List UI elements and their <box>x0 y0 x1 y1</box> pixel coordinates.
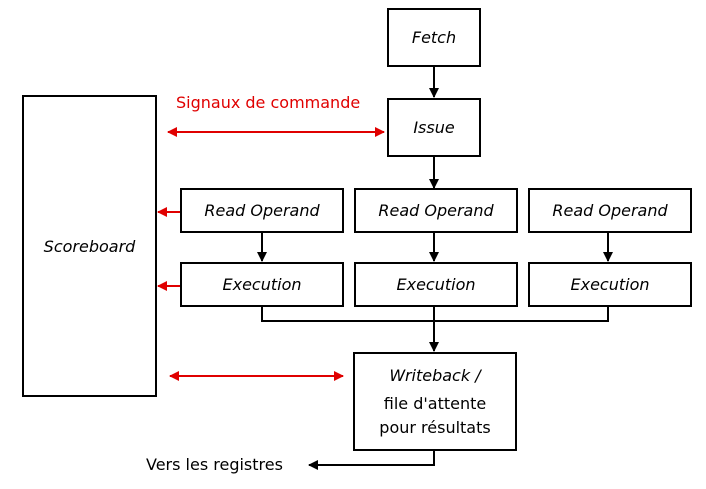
read-operand-label-2: Read Operand <box>378 201 494 220</box>
scoreboard-label: Scoreboard <box>43 236 136 256</box>
execution-box-3: Execution <box>528 262 692 307</box>
result-queue-label-line1: file d'attente <box>383 393 487 413</box>
writeback-box: Writeback / file d'attente pour résultat… <box>353 352 517 451</box>
fetch-label: Fetch <box>411 28 457 47</box>
read-operand-box-1: Read Operand <box>180 188 344 233</box>
control-signals-label: Signaux de commande <box>176 93 361 112</box>
read-operand-label-1: Read Operand <box>204 201 320 220</box>
to-registers-label: Vers les registres <box>146 455 283 474</box>
read-operand-box-3: Read Operand <box>528 188 692 233</box>
execution-label-1: Execution <box>222 275 302 294</box>
writeback-to-registers-arrow <box>308 450 435 470</box>
execution-box-2: Execution <box>354 262 518 307</box>
issue-label: Issue <box>413 118 455 137</box>
execution-box-1: Execution <box>180 262 344 307</box>
execution-label-2: Execution <box>396 275 476 294</box>
issue-box: Issue <box>387 98 481 157</box>
read-operand-box-2: Read Operand <box>354 188 518 233</box>
read-operand-label-3: Read Operand <box>552 201 668 220</box>
execution-label-3: Execution <box>570 275 650 294</box>
writeback-label: Writeback / <box>389 365 481 385</box>
result-queue-label-line2: pour résultats <box>379 417 491 437</box>
scoreboard-box: Scoreboard <box>22 95 157 397</box>
fetch-box: Fetch <box>387 8 481 67</box>
